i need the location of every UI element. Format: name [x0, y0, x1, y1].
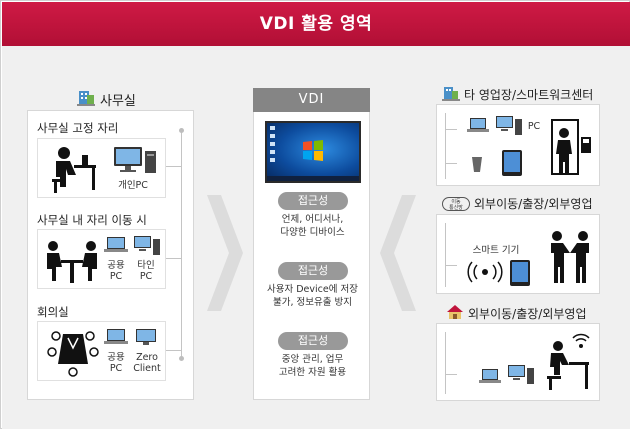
office-tree-branch: [166, 166, 181, 167]
handshake-icon: [551, 231, 589, 283]
laptop-icon: [467, 118, 489, 132]
laptop-icon: [479, 369, 501, 383]
mobile-network-cloud-icon: 이동 통신망: [442, 196, 470, 211]
person-at-door-icon: [551, 119, 591, 175]
zero-client-label: Zero Client: [133, 352, 161, 374]
desktop-pc-icon: [114, 147, 156, 173]
office-title: 사무실: [76, 88, 136, 110]
desktop-pc-icon: [496, 116, 522, 135]
tree-dot: [179, 356, 184, 361]
mobile-work-title-text: 외부이동/출장/외부영업: [474, 197, 593, 211]
tree-branch: [445, 265, 457, 266]
office-title-text: 사무실: [100, 93, 136, 109]
access-badge: 접근성: [278, 262, 348, 280]
left-arrow-chevron: [207, 195, 243, 311]
two-people-table-icon: [47, 241, 97, 283]
mobile-work-panel: 스마트 기기: [436, 214, 600, 294]
meeting-table-icon: [47, 331, 99, 377]
tree-line: [445, 113, 446, 179]
tree-line: [445, 332, 446, 394]
tree-branch: [445, 374, 457, 375]
section-label-meeting-room: 회의실: [37, 305, 69, 319]
vdi-benefit-desc: 중앙 관리, 업무 고려한 자원 활용: [278, 354, 347, 378]
taskbar: [267, 176, 359, 181]
public-pc-label: 공용 PC: [107, 260, 125, 282]
branch-office-title-text: 타 영업장/스마트워크센터: [464, 88, 594, 102]
remote-work-title: 외부이동/출장/외부영업: [446, 304, 587, 323]
access-badge: 접근성: [278, 332, 348, 350]
building-icon: [76, 88, 96, 110]
mobile-phone-icon: [472, 157, 482, 172]
pc-label: PC: [527, 121, 541, 132]
zero-client-monitor-icon: [136, 329, 156, 345]
tablet-icon: [502, 150, 522, 176]
office-tree-branch: [166, 258, 181, 259]
office-tree-branch: [166, 350, 181, 351]
right-arrow-chevron: [380, 195, 416, 311]
worker-at-desk-icon: [52, 147, 96, 193]
building-icon: [442, 85, 460, 104]
mobile-work-title: 이동 통신망 외부이동/출장/외부영업: [442, 195, 593, 212]
windows-desktop-screen: [265, 121, 361, 183]
public-pc-label: 공용 PC: [107, 352, 125, 374]
vdi-benefit-desc: 사용자 Device에 저장 불가, 정보유출 방지: [267, 284, 358, 308]
section-label-seat-move: 사무실 내 자리 이동 시: [37, 213, 147, 227]
seat-move-card: 공용 PC 타인 PC: [37, 229, 166, 289]
branch-office-panel: PC: [436, 104, 600, 186]
laptop-icon: [104, 237, 128, 252]
desktop-pc-icon: [508, 365, 534, 384]
other-pc-label: 타인 PC: [137, 260, 155, 282]
office-tree-line: [181, 130, 182, 360]
tree-line: [445, 223, 446, 287]
section-label-fixed-seat: 사무실 고정 자리: [37, 121, 119, 135]
access-badge: 접근성: [278, 192, 348, 210]
house-icon: [446, 304, 464, 323]
fixed-seat-card: 개인PC: [37, 138, 166, 198]
banner-title: VDI 활용 영역: [2, 2, 630, 46]
tree-dot: [179, 128, 184, 133]
tree-branch: [445, 163, 457, 164]
tablet-icon: [510, 260, 530, 286]
tree-branch: [445, 129, 457, 130]
desktop-pc-icon: [134, 236, 160, 255]
remote-work-panel: [436, 323, 600, 401]
personal-pc-label: 개인PC: [118, 180, 148, 191]
windows-logo-icon: [303, 140, 323, 161]
desktop-icons-column: [270, 126, 275, 166]
wireless-signal-icon: [467, 261, 503, 283]
vdi-benefit-desc: 언제, 어디서나, 다양한 디바이스: [280, 214, 345, 238]
remote-work-title-text: 외부이동/출장/외부영업: [468, 307, 587, 321]
vdi-header: VDI: [253, 88, 370, 112]
home-worker-wifi-icon: [547, 333, 590, 390]
laptop-icon: [104, 329, 128, 344]
branch-office-title: 타 영업장/스마트워크센터: [442, 85, 593, 104]
meeting-room-card: 공용 PC Zero Client: [37, 321, 166, 381]
smart-device-label: 스마트 기기: [472, 245, 520, 256]
vdi-panel: 접근성 언제, 어디서나, 다양한 디바이스 접근성 사용자 Device에 저…: [253, 112, 370, 400]
